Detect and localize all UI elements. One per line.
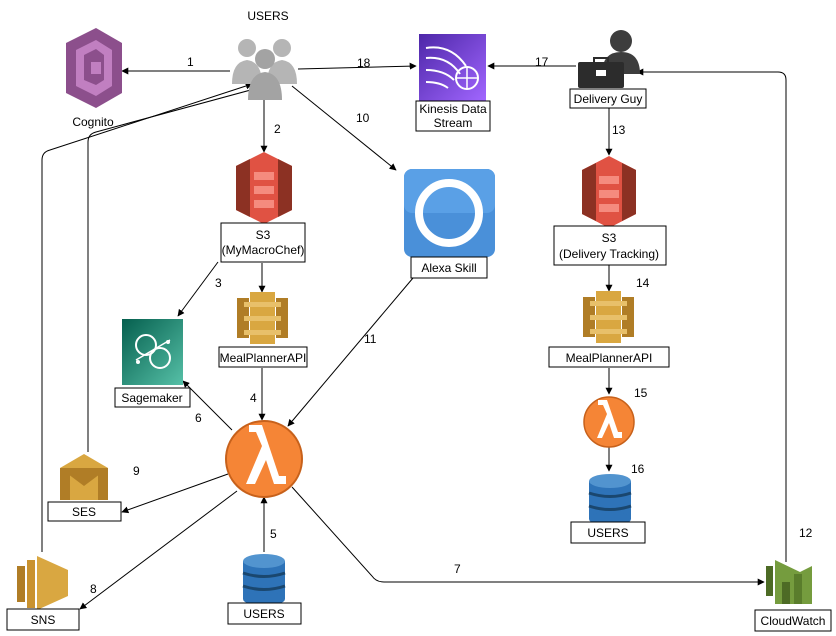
s3-left-label-box: [220, 222, 306, 263]
edge-label-9: 9: [133, 464, 140, 478]
users-right-label: USERS: [587, 526, 628, 540]
edge-label-13: 13: [612, 123, 626, 137]
s3-bucket-icon[interactable]: [236, 152, 292, 224]
edge-cloudwatch-to-delivery: [636, 68, 787, 562]
dynamodb-right-icon[interactable]: [588, 474, 632, 526]
lambda-icon[interactable]: [225, 420, 303, 498]
kinesis-label-line2: Stream: [434, 116, 473, 130]
edge-ses-to-users: [87, 86, 259, 452]
edge-label-3: 3: [215, 276, 222, 290]
edge-numbers: 1 2 3 4 5 6 7 8 9 10 11 12 13 14 15 16 1…: [90, 55, 813, 596]
edge-users-to-alexa: [291, 85, 397, 171]
kinesis-label-box: [415, 100, 491, 132]
sagemaker-label: Sagemaker: [121, 391, 182, 405]
s3-tracking-bucket-icon[interactable]: [582, 156, 636, 228]
cloudwatch-label-box: [754, 609, 832, 632]
ses-label: SES: [72, 505, 96, 519]
s3-left-label-line1: S3: [256, 228, 271, 242]
edge-s3-to-sagemaker: [177, 261, 219, 317]
edge-lambda-to-ses: [121, 473, 229, 514]
users-bottom-label: USERS: [243, 607, 284, 621]
s3-right-label-box: [553, 225, 667, 266]
alexa-label-box: [410, 256, 488, 279]
edge-label-14: 14: [636, 276, 650, 290]
edge-label-15: 15: [634, 386, 648, 400]
edge-label-18: 18: [357, 56, 371, 70]
edge-label-10: 10: [356, 111, 370, 125]
sagemaker-icon[interactable]: [122, 319, 183, 385]
edge-lambda-to-cloudwatch: [291, 486, 765, 586]
kinesis-label-line1: Kinesis Data: [419, 102, 487, 116]
edge-label-7: 7: [454, 562, 461, 576]
edges: [41, 62, 787, 610]
lambda-right-icon[interactable]: [583, 396, 635, 448]
edge-label-12: 12: [799, 526, 813, 540]
mealplanner-left-label-box: [218, 346, 308, 368]
mealplanner-right-label: MealPlannerAPI: [566, 351, 653, 365]
delivery-guy-label: Delivery Guy: [574, 92, 643, 106]
cloudwatch-label: CloudWatch: [761, 614, 826, 628]
users-group-icon[interactable]: [232, 39, 297, 100]
edge-label-4: 4: [250, 391, 257, 405]
sagemaker-label-box: [114, 387, 191, 408]
delivery-guy-icon[interactable]: [578, 30, 640, 88]
delivery-guy-label-box: [569, 88, 647, 109]
ses-label-box: [47, 501, 122, 522]
mealplanner-right-label-box: [548, 346, 670, 368]
sns-label: SNS: [31, 613, 56, 627]
edge-sns-to-users: [41, 82, 253, 552]
users-bottom-label-box: [227, 602, 302, 625]
edge-label-8: 8: [90, 582, 97, 596]
dynamodb-icon[interactable]: [242, 554, 286, 606]
edge-label-5: 5: [270, 527, 277, 541]
edge-label-16: 16: [631, 462, 645, 476]
edge-alexa-to-lambda: [287, 277, 414, 427]
edge-label-17: 17: [535, 55, 549, 69]
s3-right-label-line2: (Delivery Tracking): [559, 247, 659, 261]
sns-icon[interactable]: [17, 556, 68, 610]
edge-lambda-to-sns: [79, 490, 238, 610]
api-gateway-icon[interactable]: [237, 292, 288, 344]
users-title: USERS: [247, 9, 288, 23]
ses-icon[interactable]: [60, 454, 108, 500]
edge-label-1: 1: [187, 55, 194, 69]
mealplanner-left-label: MealPlannerAPI: [220, 351, 307, 365]
s3-left-label-line2: (MyMacroChef): [222, 243, 305, 257]
edge-label-6: 6: [195, 411, 202, 425]
edge-label-11: 11: [364, 332, 377, 346]
sns-label-box: [6, 608, 80, 631]
edge-lambda-to-sagemaker: [182, 380, 233, 431]
edge-users-to-kinesis: [297, 62, 417, 70]
cloudwatch-icon[interactable]: [766, 560, 812, 604]
s3-right-label-line1: S3: [602, 231, 617, 245]
cognito-icon[interactable]: [66, 28, 122, 108]
kinesis-icon[interactable]: [419, 34, 486, 101]
users-right-label-box: [570, 521, 646, 544]
api-gateway-right-icon[interactable]: [583, 291, 634, 343]
alexa-skill-icon[interactable]: [404, 169, 495, 257]
edge-label-2: 2: [274, 122, 281, 136]
alexa-label: Alexa Skill: [421, 261, 476, 275]
cognito-label: Cognito: [72, 115, 114, 129]
